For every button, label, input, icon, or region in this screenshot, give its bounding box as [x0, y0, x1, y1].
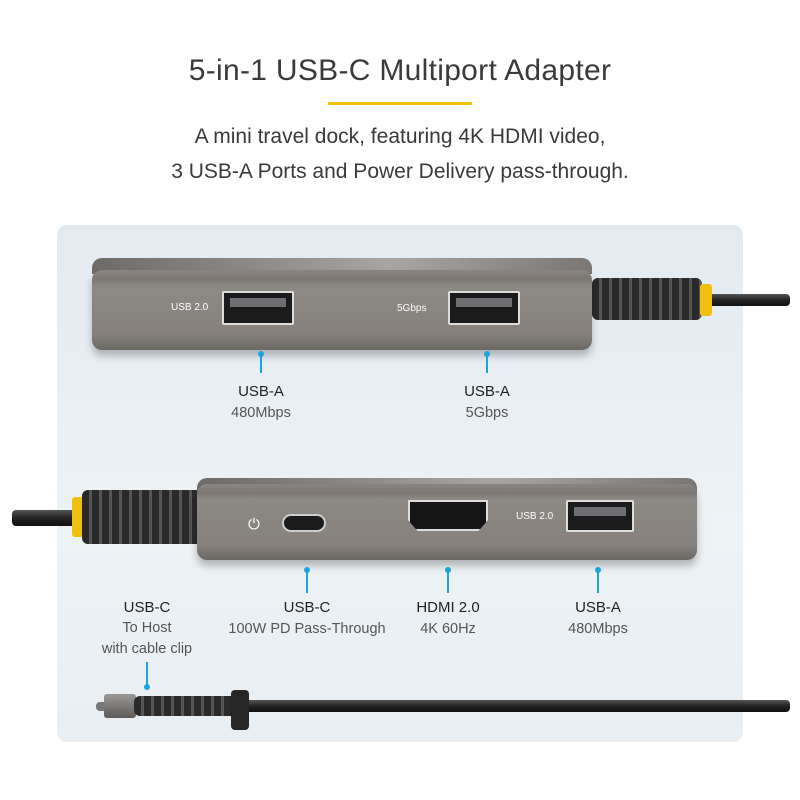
subtitle-line-1: A mini travel dock, featuring 4K HDMI vi…	[194, 125, 606, 148]
host-callout-line1: To Host	[122, 620, 172, 636]
usb-a-port-480	[566, 500, 634, 532]
callout-line	[486, 353, 488, 373]
hdmi-port	[408, 500, 488, 531]
callout-line	[306, 569, 308, 593]
callout-line	[597, 569, 599, 593]
bottom-cable-strain-relief	[82, 490, 202, 544]
port-label-5gbps: 5Gbps	[397, 303, 427, 314]
port-label-usb2: USB 2.0	[516, 511, 554, 522]
usb-c-plug-tip	[96, 702, 108, 711]
callout-line	[260, 353, 262, 373]
host-cable-strain-relief	[134, 696, 244, 716]
cable-clip	[231, 690, 249, 730]
host-cable	[240, 700, 790, 712]
subtitle-line-2: 3 USB-A Ports and Power Delivery pass-th…	[171, 160, 629, 183]
title-underline	[328, 102, 472, 105]
page-title: 5-in-1 USB-C Multiport Adapter	[188, 54, 612, 87]
usb-c-pd-port	[282, 514, 326, 532]
callout-title: USB-C	[283, 599, 331, 616]
callout-dot	[144, 684, 150, 690]
host-callout-line2: with cable clip	[101, 641, 193, 657]
power-plug-icon: ⏻	[248, 516, 260, 533]
usb-a-port-480	[222, 291, 294, 325]
port-label-usb2: USB 2.0	[171, 302, 209, 313]
callout-title: USB-A	[238, 383, 284, 400]
callout-line	[447, 569, 449, 593]
callout-detail: 4K 60Hz	[420, 621, 476, 637]
callout-detail: 480Mbps	[231, 405, 291, 421]
usb-c-plug-housing	[104, 694, 136, 718]
top-cable-strain-relief	[592, 278, 702, 320]
top-cable-yellow-band	[700, 284, 712, 316]
callout-detail: 480Mbps	[568, 621, 628, 637]
usb-a-port-5gbps	[448, 291, 520, 325]
callout-line	[146, 662, 148, 686]
bottom-cable-yellow-band	[72, 497, 84, 537]
callout-title: HDMI 2.0	[416, 599, 480, 616]
host-callout-title: USB-C	[123, 599, 171, 616]
callout-detail: 100W PD Pass-Through	[228, 621, 386, 637]
callout-detail: 5Gbps	[465, 405, 509, 421]
callout-title: USB-A	[575, 599, 621, 616]
callout-title: USB-A	[464, 383, 510, 400]
